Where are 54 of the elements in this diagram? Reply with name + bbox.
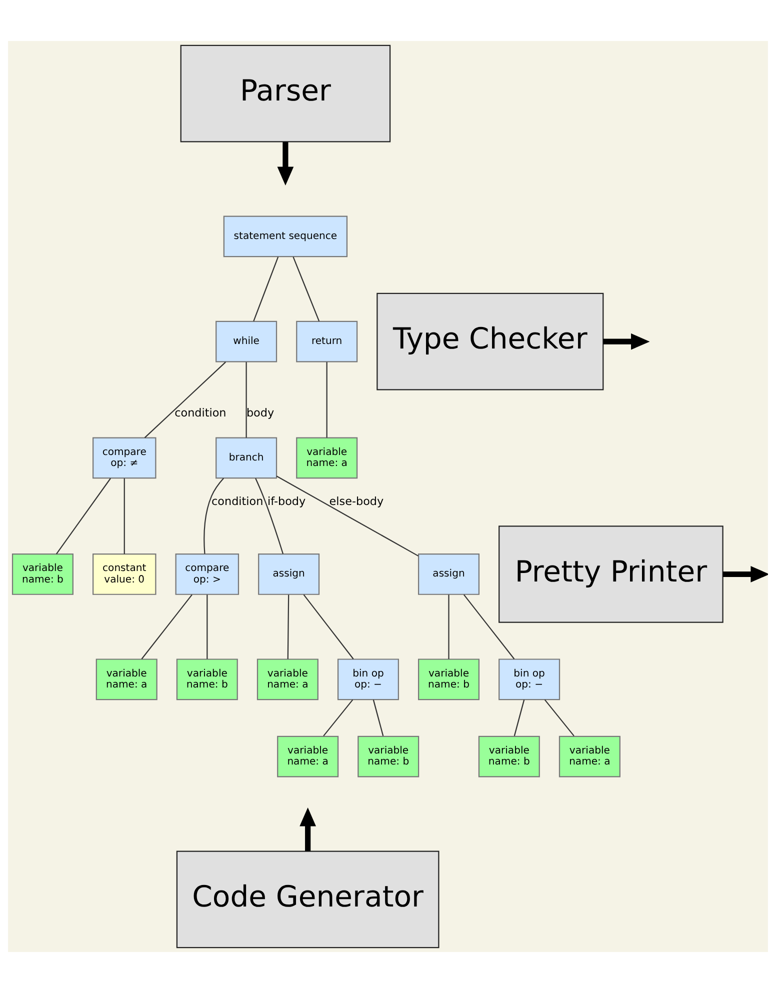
connector bbox=[544, 698, 574, 736]
node-box: while bbox=[216, 320, 278, 362]
node-box: variable name: a bbox=[96, 658, 158, 700]
connector bbox=[448, 594, 450, 658]
connector bbox=[253, 256, 279, 321]
node-box: Type Checker bbox=[376, 292, 604, 390]
node-box: variable name: a bbox=[277, 735, 339, 777]
arrow bbox=[300, 807, 316, 851]
node-box: compare op: ≠ bbox=[92, 436, 156, 478]
node-box: compare op: > bbox=[175, 553, 240, 594]
node-box: variable name: b bbox=[418, 658, 480, 700]
node-box: constant value: 0 bbox=[92, 553, 156, 594]
connector bbox=[144, 361, 226, 438]
node-box: Parser bbox=[180, 44, 391, 142]
arrow bbox=[277, 142, 294, 185]
node-box: variable name: b bbox=[176, 658, 238, 700]
connector bbox=[56, 478, 111, 554]
connector bbox=[292, 256, 320, 321]
connector bbox=[206, 594, 208, 658]
edge-label: condition bbox=[212, 494, 264, 508]
connector bbox=[246, 362, 247, 438]
connector bbox=[514, 699, 525, 736]
edge-label: if-body bbox=[268, 494, 306, 508]
connector bbox=[276, 475, 419, 556]
node-box: statement sequence bbox=[223, 215, 348, 257]
edge-label: else-body bbox=[329, 494, 384, 508]
connector bbox=[124, 478, 125, 554]
node-box: variable name: a bbox=[256, 658, 318, 700]
node-box: return bbox=[296, 320, 358, 362]
connector bbox=[323, 698, 354, 736]
connector bbox=[372, 699, 384, 736]
node-box: Code Generator bbox=[176, 850, 440, 948]
connector bbox=[463, 594, 515, 659]
connector bbox=[303, 594, 354, 659]
node-box: branch bbox=[216, 436, 278, 478]
node-box: Pretty Printer bbox=[498, 525, 724, 622]
node-box: bin op op: − bbox=[498, 658, 560, 700]
node-box: bin op op: − bbox=[337, 658, 399, 700]
edge-label: condition bbox=[174, 406, 226, 420]
node-box: variable name: a bbox=[296, 436, 358, 478]
edge-label: body bbox=[246, 406, 274, 420]
node-box: variable name: b bbox=[12, 553, 74, 594]
node-box: assign bbox=[418, 553, 480, 594]
arrow bbox=[603, 332, 650, 350]
node-box: variable name: b bbox=[478, 735, 540, 777]
connector bbox=[287, 594, 290, 658]
node-box: variable name: a bbox=[558, 735, 620, 777]
connector bbox=[326, 362, 328, 438]
connector bbox=[204, 477, 224, 554]
node-box: assign bbox=[258, 553, 320, 594]
connector bbox=[255, 478, 284, 554]
node-box: variable name: b bbox=[358, 735, 420, 777]
arrow bbox=[722, 566, 768, 582]
connector bbox=[141, 594, 192, 659]
